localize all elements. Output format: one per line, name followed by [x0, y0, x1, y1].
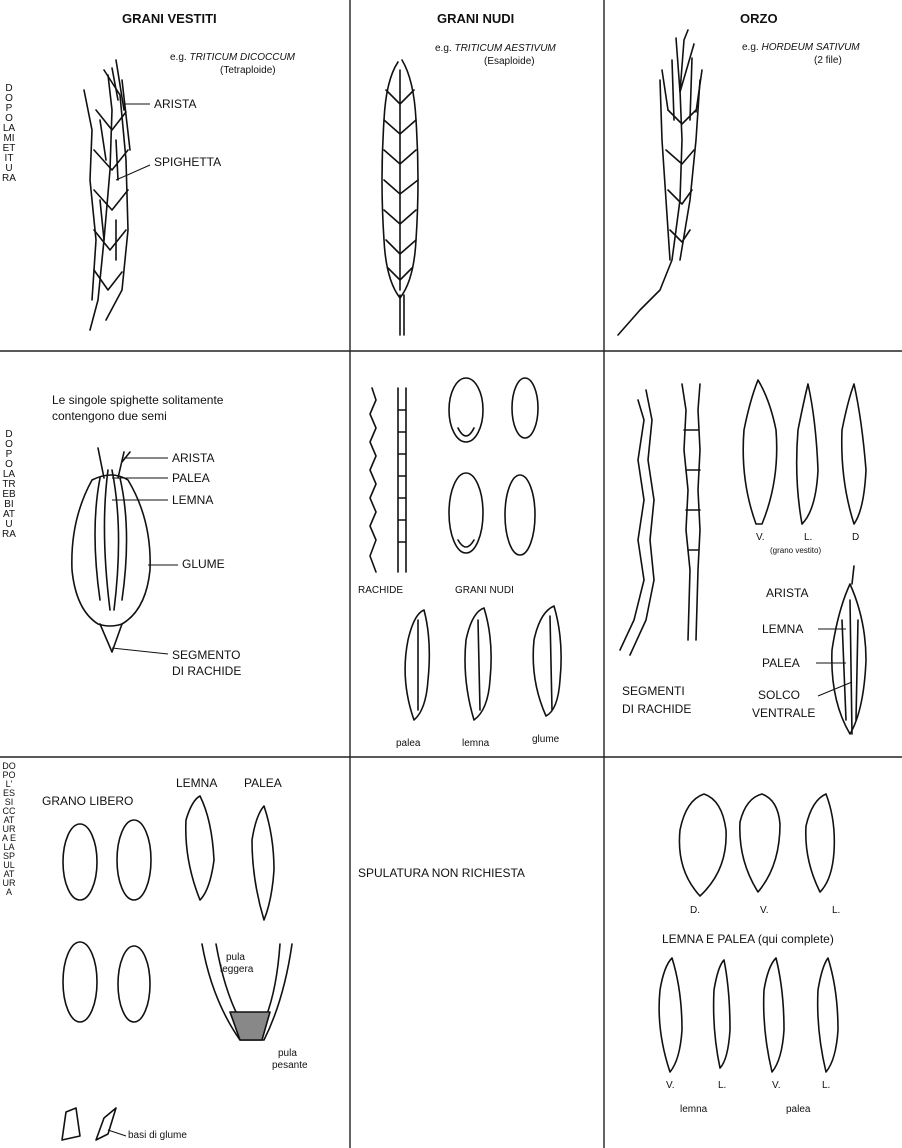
label-palea-small: palea	[396, 738, 420, 749]
column-title-barley: ORZO	[740, 11, 778, 26]
label-lemna-e-palea: LEMNA E PALEA (qui complete)	[662, 932, 834, 946]
label-di-rachide-barley: DI RACHIDE	[622, 702, 691, 716]
example-hulled: e.g. TRITICUM DICOCCUM	[170, 52, 295, 63]
label-arista: ARISTA	[154, 97, 196, 111]
ploidy-naked: (Esaploide)	[484, 56, 535, 67]
ploidy-hulled: (Tetraploide)	[220, 65, 276, 76]
example-naked: e.g. TRITICUM AESTIVUM	[435, 43, 556, 54]
label-pesante: pesante	[272, 1060, 308, 1071]
label-grano-vestito: (grano vestito)	[770, 546, 821, 555]
label-l-lemna: L.	[718, 1080, 726, 1091]
label-leggera: leggera	[220, 964, 253, 975]
label-lemna-r3: LEMNA	[176, 776, 217, 790]
label-basi-di-glume: basi di glume	[128, 1130, 187, 1141]
example-barley: e.g. HORDEUM SATIVUM	[742, 42, 860, 53]
rachis-drawing	[370, 388, 406, 572]
lemna-palea-drawing	[186, 796, 274, 920]
row-label-harvest: DOPO LA MIETITURA	[2, 84, 16, 324]
label-grano-libero: GRANO LIBERO	[42, 794, 133, 808]
basi-pointer	[108, 1130, 126, 1136]
label-palea-barley: PALEA	[762, 656, 800, 670]
species-name: TRITICUM DICOCCUM	[189, 52, 295, 63]
barley-grain-anatomy	[832, 566, 866, 734]
barley-rachis-segments	[620, 384, 700, 655]
segmento-pointer	[112, 648, 168, 654]
eg-prefix: e.g.	[435, 43, 452, 54]
bread-wheat-ear-drawing	[382, 60, 418, 335]
note-line-1: Le singole spighette solitamente	[52, 393, 223, 407]
label-lemna: LEMNA	[172, 493, 213, 507]
label-ventrale: VENTRALE	[752, 706, 815, 720]
glume-bases-drawing	[62, 1108, 116, 1140]
label-pula-2: pula	[278, 1048, 297, 1059]
label-grani-nudi: GRANI NUDI	[455, 585, 514, 596]
label-glume: GLUME	[182, 557, 225, 571]
label-d: D	[852, 532, 859, 543]
label-solco: SOLCO	[758, 688, 800, 702]
barley-ear-drawing	[618, 30, 702, 335]
label-v: V.	[756, 532, 765, 543]
label-l-palea: L.	[822, 1080, 830, 1091]
column-title-naked: GRANI NUDI	[437, 11, 514, 26]
lemna-palea-pieces	[659, 958, 838, 1072]
eg-prefix: e.g.	[170, 52, 187, 63]
column-title-hulled: GRANI VESTITI	[122, 11, 217, 26]
species-name: TRITICUM AESTIVUM	[454, 43, 555, 54]
label-lemna-barley: LEMNA	[762, 622, 803, 636]
eg-prefix: e.g.	[742, 42, 759, 53]
spikelet-drawing	[72, 448, 150, 652]
label-spulatura-non-richiesta: SPULATURA NON RICHIESTA	[358, 866, 525, 880]
barley-grain-views	[743, 380, 866, 524]
label-glume-small: glume	[532, 734, 559, 745]
label-spighetta: SPIGHETTA	[154, 155, 221, 169]
label-rachide: RACHIDE	[358, 585, 403, 596]
label-lemna-small: lemna	[462, 738, 489, 749]
label-v-lemna: V.	[666, 1080, 675, 1091]
ploidy-barley: (2 file)	[814, 55, 842, 66]
label-d-r3: D.	[690, 905, 700, 916]
label-l: L.	[804, 532, 812, 543]
label-segmento: SEGMENTO	[172, 648, 240, 662]
label-pula: pula	[226, 952, 245, 963]
note-line-2: contengono due semi	[52, 409, 167, 423]
label-segmenti: SEGMENTI	[622, 684, 685, 698]
label-di-rachide: DI RACHIDE	[172, 664, 241, 678]
chaff-parts-drawing	[405, 606, 561, 720]
label-l-r3: L.	[832, 905, 840, 916]
hulled-barley-views	[679, 794, 834, 896]
chaff-drawing	[202, 944, 292, 1040]
label-arista-barley: ARISTA	[766, 586, 808, 600]
label-arista-spikelet: ARISTA	[172, 451, 214, 465]
label-palea-r3c3: palea	[786, 1104, 810, 1115]
spighetta-pointer	[116, 165, 150, 180]
emmer-ear-drawing	[84, 60, 130, 330]
species-name: HORDEUM SATIVUM	[761, 42, 859, 53]
naked-grains-drawing	[449, 378, 538, 555]
label-lemna-r3c3: lemna	[680, 1104, 707, 1115]
free-grains-drawing	[63, 820, 151, 1022]
row-label-threshing: DOPO LA TREBBIATURA	[2, 430, 16, 680]
label-palea: PALEA	[172, 471, 210, 485]
label-palea-r3: PALEA	[244, 776, 282, 790]
label-v-r3: V.	[760, 905, 769, 916]
row-label-winnowing: DOPO L' ESSICCATURA E LA SPULATURA	[2, 762, 16, 1146]
label-v-palea: V.	[772, 1080, 781, 1091]
